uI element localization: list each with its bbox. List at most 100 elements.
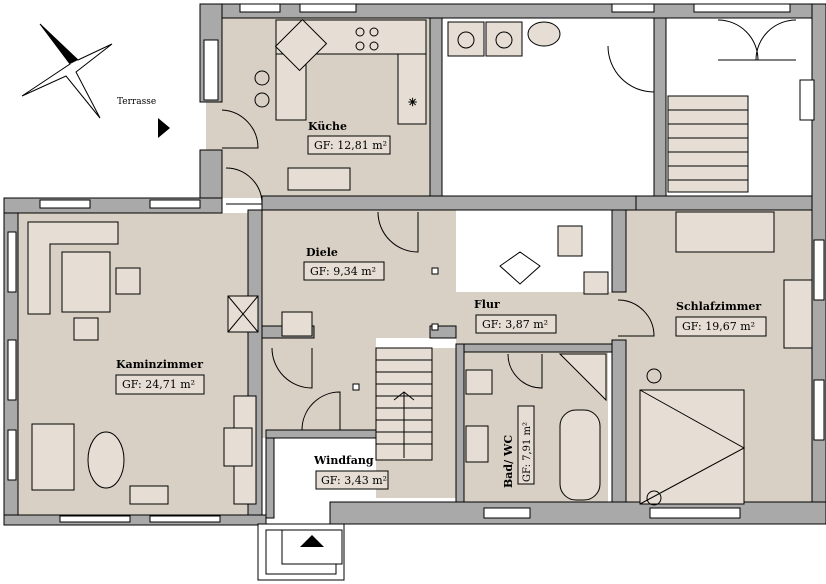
room-name-bad: Bad/ WC [502, 435, 515, 488]
utility-sink [527, 21, 561, 47]
wall-south-west [3, 514, 267, 526]
window-kamin-south-2 [149, 515, 221, 523]
compass [21, 23, 113, 119]
window-stair-east [799, 79, 815, 121]
nightstand-lamp-1 [646, 368, 662, 384]
room-area-kaminzimmer: GF: 24,71 m² [122, 378, 195, 391]
marker-3 [431, 267, 439, 275]
coffee-table [61, 251, 111, 313]
window-kamin-west-3 [7, 429, 17, 481]
fireplace-cross [227, 295, 259, 333]
wall-schlaf-west-lower [611, 339, 627, 503]
window-kamin-west-2 [7, 339, 17, 401]
wall-bad-north [455, 343, 613, 353]
entrance [257, 523, 345, 581]
window-kitchen-2 [299, 3, 357, 13]
area-box-diele [303, 261, 385, 281]
room-area-flur: GF: 3,87 m² [482, 318, 548, 331]
room-area-kueche: GF: 12,81 m² [314, 139, 387, 152]
door-windfang [301, 391, 341, 431]
wall-kitchen-east [429, 17, 443, 199]
wall-diele-north [261, 195, 637, 211]
door-balcony-1 [717, 19, 759, 61]
window-kamin-west-1 [7, 231, 17, 293]
area-box-kaminzimmer [115, 374, 205, 395]
stool-2 [254, 92, 270, 108]
wall-south-east [329, 501, 826, 525]
room-name-diele: Diele [306, 246, 338, 259]
bath-toilet [465, 369, 493, 395]
washer [447, 21, 485, 57]
corner-sofa [27, 221, 119, 315]
door-diele-kamin [271, 347, 313, 389]
window-kitchen-1 [239, 3, 281, 13]
shower [558, 353, 607, 402]
window-schlaf-east [813, 239, 825, 301]
room-area-schlafzimmer: GF: 19,67 m² [682, 320, 755, 333]
room-labels: Küche GF: 12,81 m² Diele GF: 9,34 m² Flu… [115, 120, 767, 490]
window-wc-north [611, 3, 655, 13]
dryer-drum [495, 31, 513, 49]
door-bad [507, 353, 543, 389]
window-schlaf-south [649, 507, 741, 519]
room-name-schlafzimmer: Schlafzimmer [676, 300, 761, 313]
window-kamin-north [39, 199, 91, 209]
area-box-flur [475, 314, 557, 334]
room-area-diele: GF: 9,34 m² [310, 265, 376, 278]
fan-icon: ✳ [408, 96, 417, 109]
washer-drum [457, 31, 475, 49]
compass-north-icon [40, 24, 78, 64]
wall-stair-west [653, 17, 667, 197]
room-area-bad: GF: 7,91 m² [522, 422, 533, 482]
area-box-windfang [315, 470, 389, 490]
wall-windfang-west [265, 437, 275, 519]
terrace-arrow-icon [158, 118, 170, 138]
window-kamin-north-2 [149, 199, 201, 209]
room-name-kaminzimmer: Kaminzimmer [116, 358, 203, 371]
window-kamin-south [59, 515, 131, 523]
nightstand-lamp-2 [646, 490, 662, 506]
wc-basin [583, 271, 609, 295]
door-balcony-2 [755, 19, 797, 61]
tv-unit [223, 427, 253, 467]
window-bad-south [483, 507, 531, 519]
bathtub [559, 409, 601, 501]
doors [221, 19, 797, 431]
wc-toilet [557, 225, 583, 257]
upper-stair-treads [668, 109, 748, 181]
armchair-small [115, 267, 141, 295]
area-box-bad [517, 405, 535, 485]
bed-cover [639, 389, 746, 505]
door-schlaf [617, 299, 655, 337]
kitchen-bench [287, 167, 351, 191]
stool-1 [254, 70, 270, 86]
oval-table [87, 431, 125, 489]
wall-windfang-north [265, 429, 377, 439]
stair-arrow [393, 391, 415, 458]
side-table [73, 317, 99, 341]
bath-basin [465, 425, 489, 463]
wardrobe [675, 211, 775, 253]
wall-schlaf-west-upper [611, 209, 627, 293]
dresser [783, 279, 813, 349]
area-box-kueche [307, 135, 391, 155]
wall-kitchen-west-lower [199, 149, 223, 199]
armchair [31, 423, 75, 491]
door-diele-kitchen [377, 211, 419, 253]
door-flur [499, 251, 541, 285]
stove-burner-3 [355, 41, 365, 51]
bed [639, 389, 745, 505]
kueche-bay-floor [206, 100, 226, 150]
window-schlaf-east-2 [813, 379, 825, 441]
door-kitchen-terrace [221, 109, 259, 149]
door-wc [607, 45, 655, 93]
wall-schlaf-north [635, 195, 813, 211]
door-kitchen-west [225, 167, 263, 205]
stove-burner-2 [369, 27, 379, 37]
terrace-label: Terrasse [117, 97, 156, 107]
compass-rose-icon [21, 23, 113, 119]
stove-burner-1 [355, 27, 365, 37]
marker-2 [431, 323, 439, 331]
area-box-schlafzimmer [675, 316, 767, 337]
